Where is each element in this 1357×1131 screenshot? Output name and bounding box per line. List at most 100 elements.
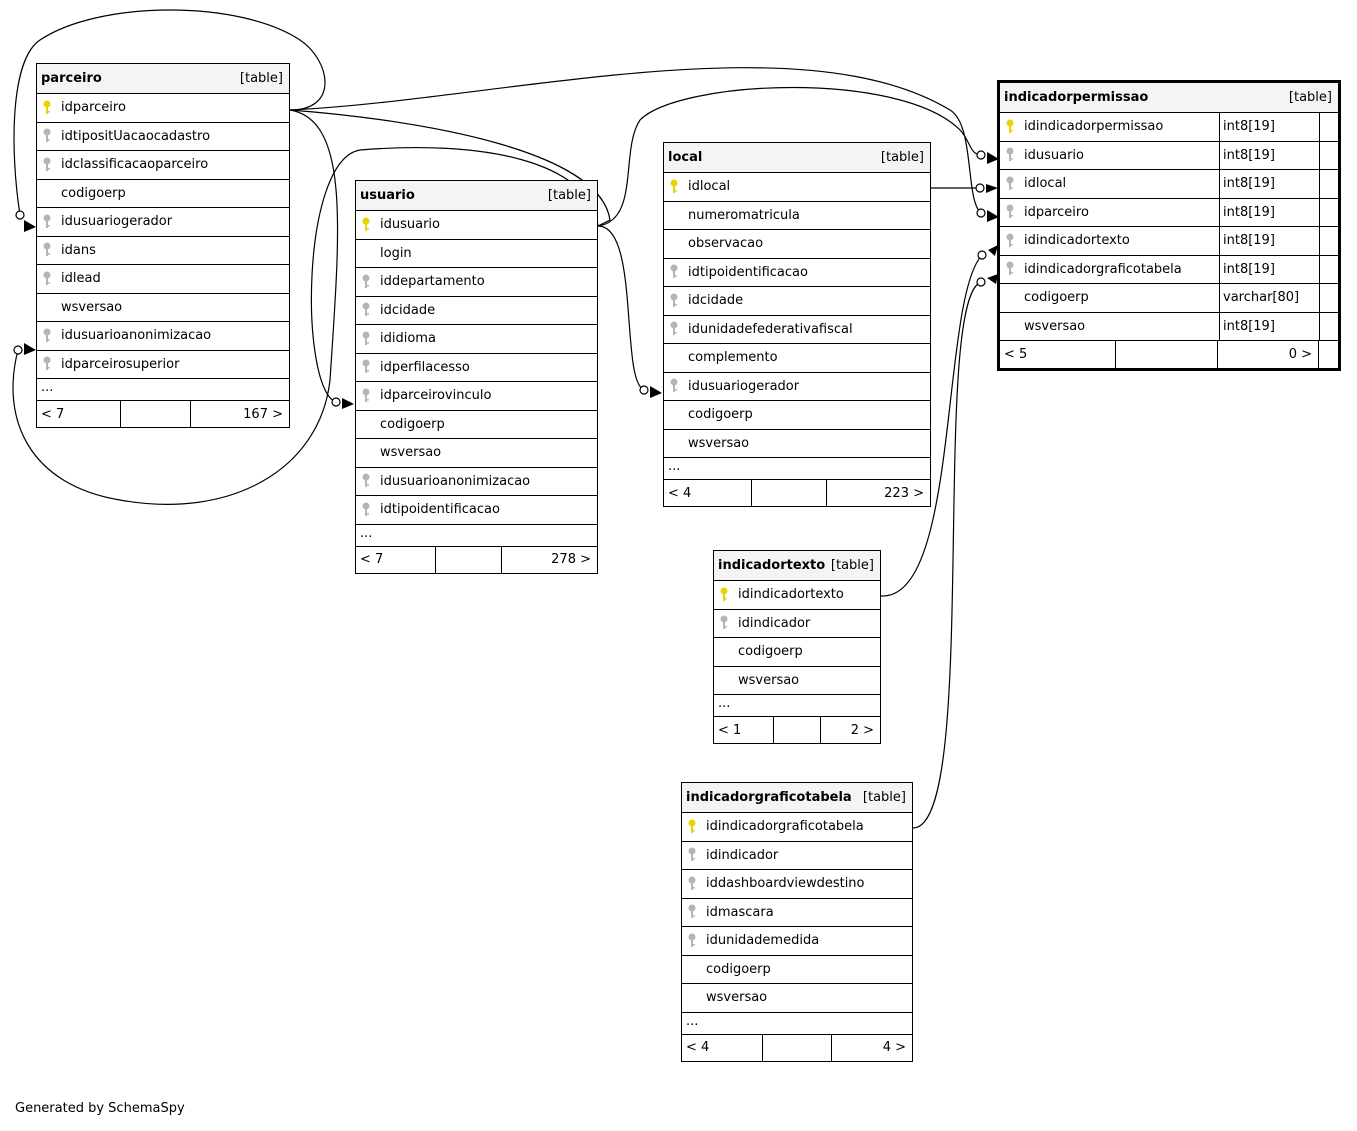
column-row[interactable]: complemento (664, 344, 930, 373)
table-header[interactable]: usuario [table] (356, 181, 597, 211)
column-type: int8[19] (1219, 312, 1319, 340)
column-name: codigoerp (688, 407, 753, 423)
children-count[interactable]: < 4 (682, 1034, 763, 1061)
table-header[interactable]: indicadorgraficotabela [table] (682, 783, 912, 813)
table-header[interactable]: local [table] (664, 143, 930, 173)
column-row[interactable]: codigoerp (682, 956, 912, 984)
children-count[interactable]: < 1 (714, 717, 774, 743)
column-name: codigoerp (1024, 290, 1089, 306)
column-name: wsversao (738, 672, 800, 688)
column-row[interactable]: idclassificacaoparceiro (37, 151, 289, 180)
table-footer: < 7 278 > (356, 546, 597, 573)
column-row[interactable]: idlocal (664, 173, 930, 202)
column-row[interactable]: idtipoidentificacao (356, 496, 597, 525)
column-row[interactable]: codigoerp (714, 638, 880, 667)
table-footer: < 4 223 > (664, 480, 930, 506)
column-row[interactable]: wsversao (714, 667, 880, 695)
column-name: idusuarioanonimizacao (61, 328, 212, 344)
column-row[interactable]: idindicadorgraficotabela (682, 813, 912, 842)
column-name: wsversao (706, 990, 768, 1006)
column-row[interactable]: idparceiro (37, 94, 289, 123)
row-count[interactable]: 223 > (884, 485, 924, 501)
table-header[interactable]: parceiro [table] (37, 64, 289, 94)
column-pad (1319, 141, 1338, 169)
column-row[interactable]: numeromatricula (664, 202, 930, 230)
column-row[interactable]: wsversao (682, 984, 912, 1013)
table-indicadorgraficotabela[interactable]: indicadorgraficotabela [table] idindicad… (681, 782, 913, 1062)
column-row[interactable]: idusuariogerador (664, 373, 930, 401)
row-count[interactable]: 2 > (850, 722, 874, 738)
column-row[interactable]: idlead (37, 265, 289, 294)
column-row[interactable]: codigoerp (356, 411, 597, 439)
column-row[interactable]: iddepartamento (356, 268, 597, 297)
children-count[interactable]: < 4 (664, 480, 752, 506)
column-row[interactable]: iddashboardviewdestino (682, 870, 912, 899)
column-row[interactable]: idparceirosuperior (37, 351, 289, 379)
more-columns[interactable]: ... (356, 525, 597, 547)
edge-end-dot (639, 385, 649, 395)
column-row[interactable]: idmascara (682, 899, 912, 927)
children-count[interactable]: < 7 (37, 401, 121, 427)
foreign-key-icon (682, 933, 702, 949)
column-row[interactable]: idunidademedida (682, 927, 912, 956)
table-header[interactable]: indicadortexto [table] (714, 551, 880, 581)
column-row[interactable]: idindicadortexto (714, 581, 880, 610)
column-row[interactable]: wsversao (356, 439, 597, 468)
row-count[interactable]: 167 > (243, 406, 283, 422)
table-indicadorpermissao[interactable]: indicadorpermissao [table] idindicadorpe… (997, 80, 1341, 371)
column-row[interactable]: ididioma (356, 325, 597, 354)
column-row[interactable]: observacao (664, 230, 930, 259)
edge-arrowhead (987, 210, 999, 222)
more-columns[interactable]: ... (37, 379, 289, 401)
column-row[interactable]: idusuario (356, 211, 597, 240)
column-row[interactable]: idunidadefederativafiscal (664, 316, 930, 344)
edge-end-dot (976, 150, 986, 160)
column-row[interactable]: idperfilacesso (356, 354, 597, 382)
column-row[interactable]: idcidade (664, 287, 930, 316)
column-row[interactable]: wsversao (37, 294, 289, 322)
foreign-key-icon (356, 473, 376, 489)
column-row[interactable]: idparceirovinculo (356, 382, 597, 411)
column-row[interactable]: wsversao (664, 430, 930, 458)
column-name: wsversao (380, 445, 442, 461)
row-count[interactable]: 278 > (551, 552, 591, 567)
footer-spacer (436, 546, 502, 573)
more-columns[interactable]: ... (682, 1013, 912, 1035)
more-columns[interactable]: ... (714, 695, 880, 717)
column-row[interactable]: idindicador (714, 610, 880, 638)
column-name: idparceiro (1024, 204, 1089, 220)
row-count[interactable]: 4 > (882, 1040, 906, 1055)
children-count[interactable]: < 5 (1000, 341, 1116, 368)
children-count[interactable]: < 7 (356, 546, 436, 573)
column-pad (1319, 255, 1338, 283)
column-row[interactable]: idusuarioanonimizacao (37, 322, 289, 351)
generated-by-credit[interactable]: Generated by SchemaSpy (15, 1101, 185, 1116)
column-row[interactable]: idindicador (682, 842, 912, 870)
column-row[interactable]: idtipositUacaocadastro (37, 123, 289, 151)
column-row[interactable]: idusuarioanonimizacao (356, 468, 597, 496)
column-row[interactable]: codigoerp (664, 401, 930, 430)
foreign-key-icon (664, 293, 684, 309)
column-row[interactable]: idans (37, 237, 289, 265)
column-row[interactable]: idtipoidentificacao (664, 259, 930, 287)
column-row[interactable]: idcidade (356, 297, 597, 325)
table-header[interactable]: indicadorpermissao [table] (1000, 83, 1338, 113)
row-count[interactable]: 0 > (1218, 341, 1319, 368)
column-row[interactable]: codigoerp (37, 180, 289, 208)
column-row[interactable]: login (356, 240, 597, 268)
column-row[interactable]: idusuariogerador (37, 208, 289, 237)
foreign-key-icon (356, 331, 376, 347)
more-columns[interactable]: ... (664, 458, 930, 480)
